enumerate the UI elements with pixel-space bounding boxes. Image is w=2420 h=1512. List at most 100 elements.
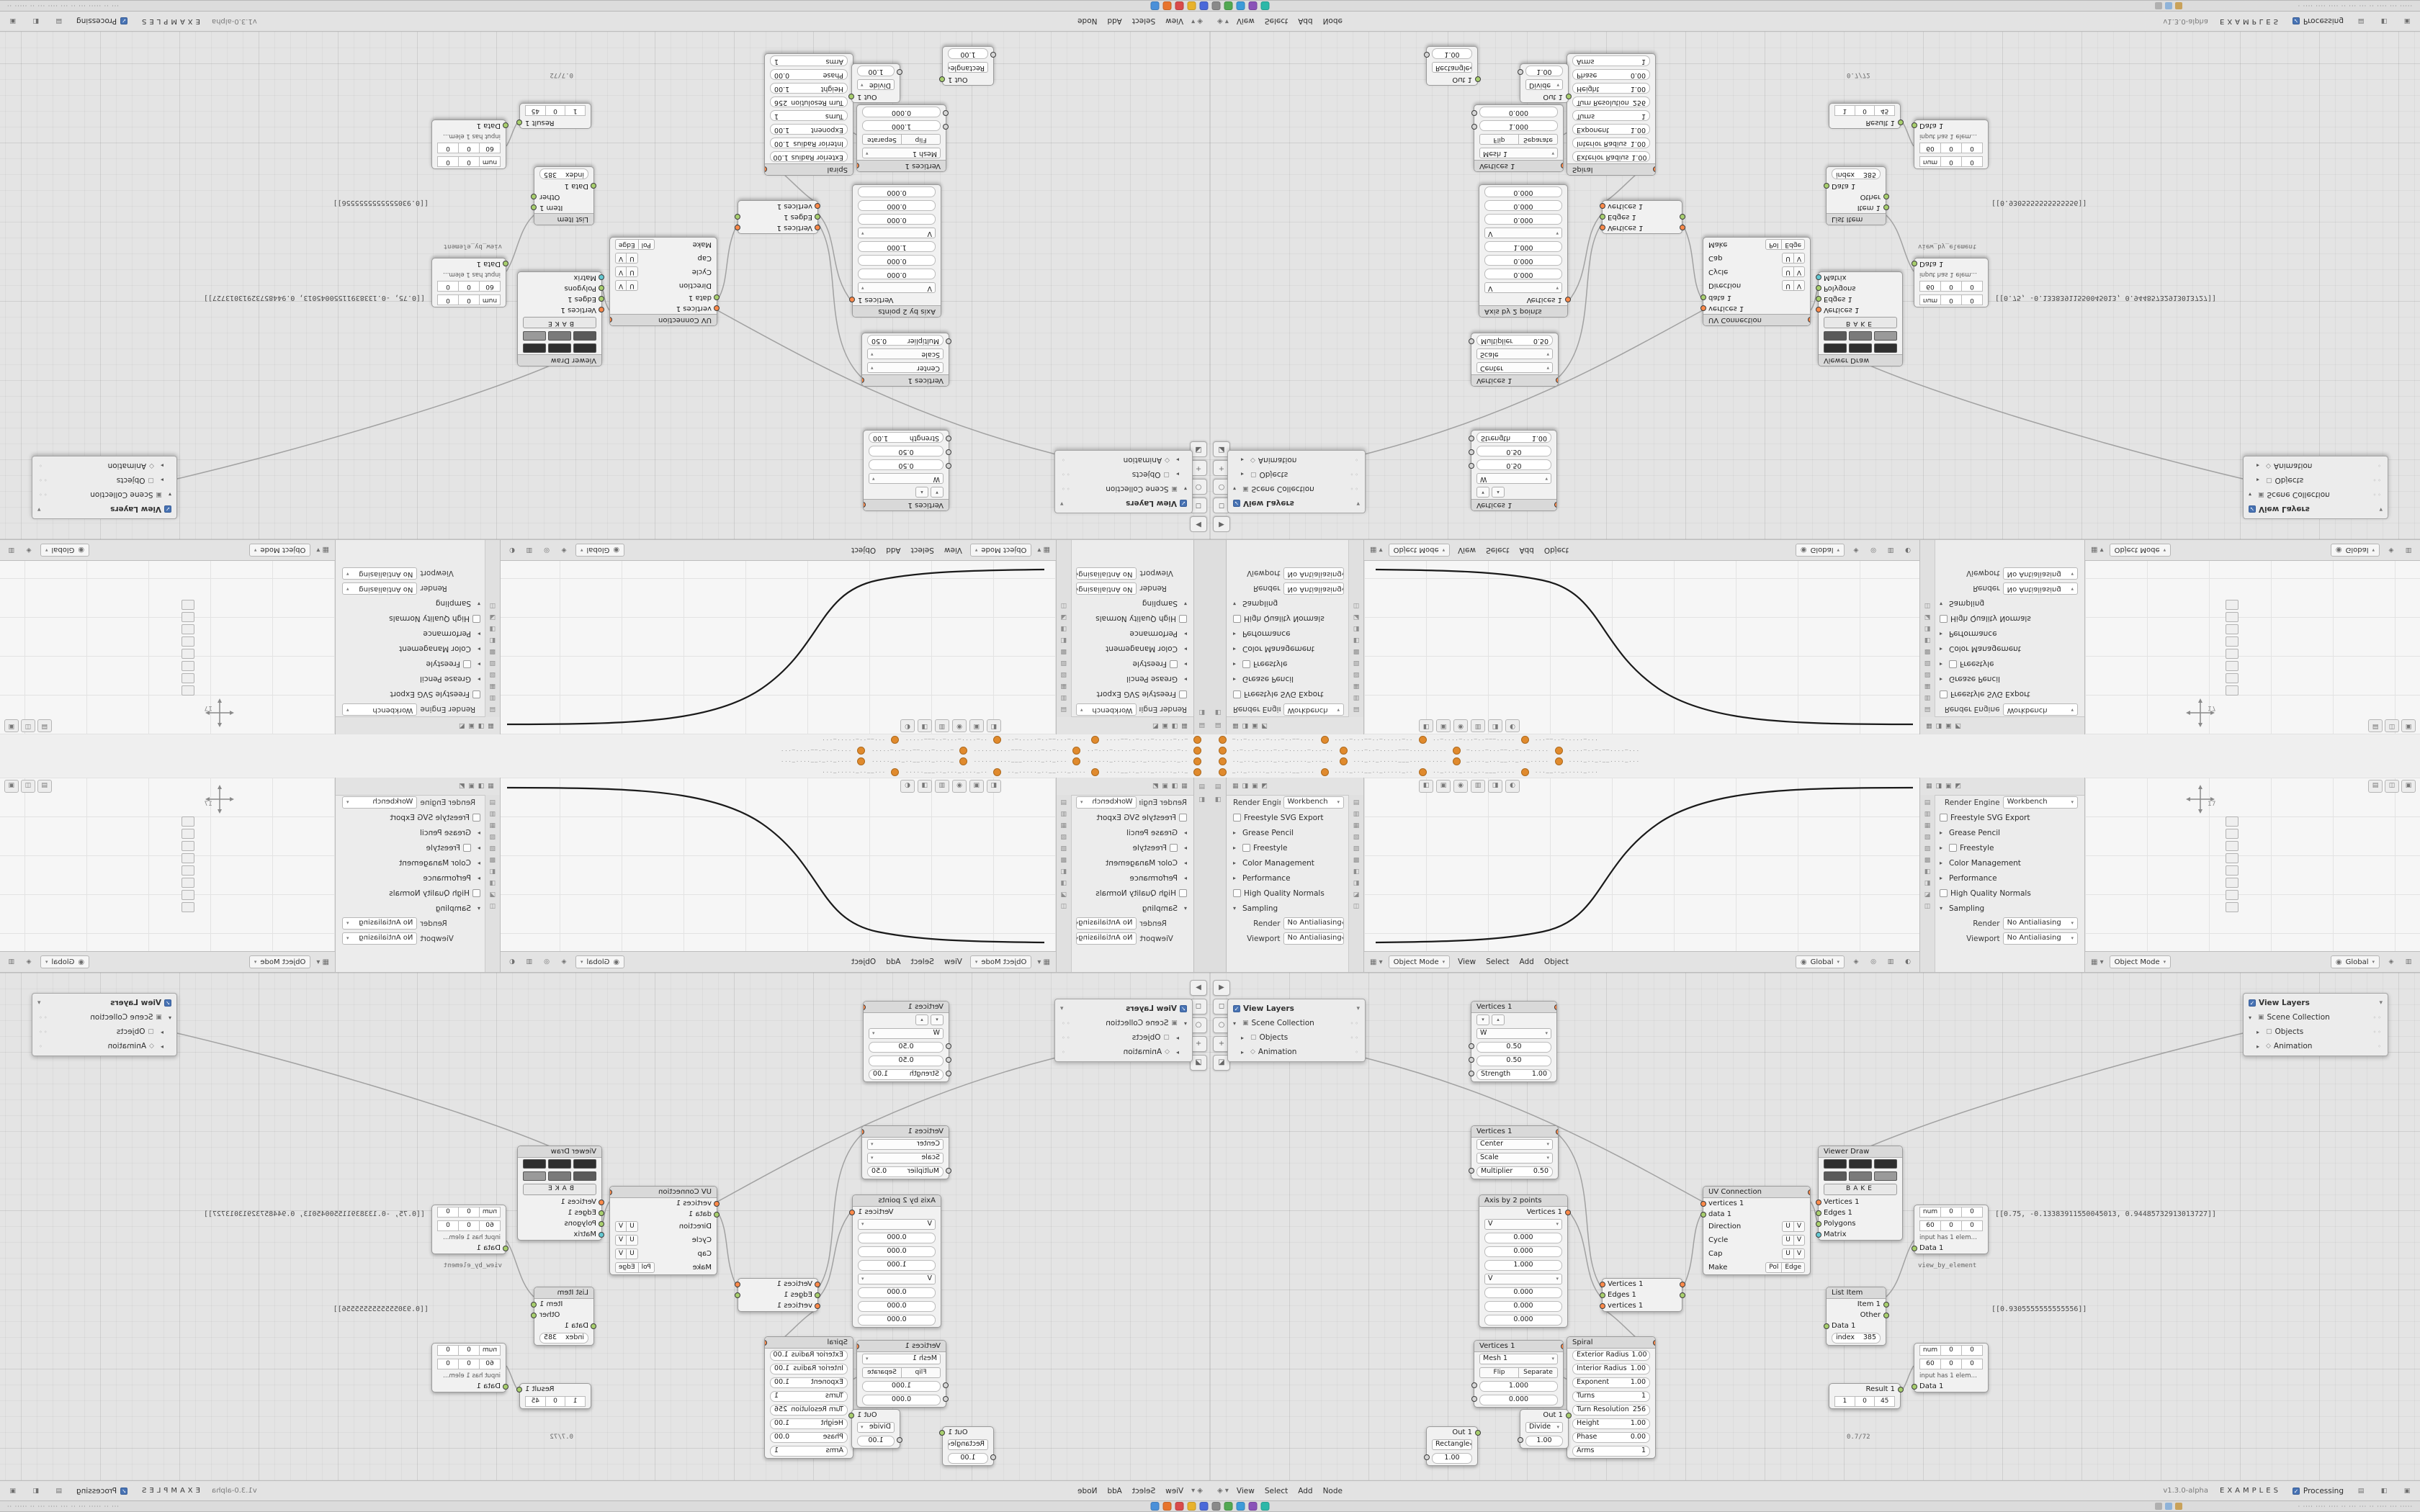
- prop-freestyle-svg[interactable]: Freestyle SVG Export: [1072, 687, 1191, 702]
- output-socket[interactable]: [1807, 317, 1810, 323]
- number-field[interactable]: 1.00: [948, 48, 988, 59]
- toggle-option[interactable]: Flip: [1479, 1367, 1519, 1378]
- editor-type-icon[interactable]: ▦ ▾: [1370, 546, 1383, 554]
- panel-toggle[interactable]: [2226, 816, 2238, 827]
- node-header[interactable]: UV Connection: [1703, 1187, 1810, 1198]
- visibility-icons[interactable]: ◦◦: [37, 1014, 48, 1021]
- filter-icon[interactable]: ▣: [1252, 722, 1258, 729]
- section-sampling[interactable]: ▾ Sampling: [435, 599, 480, 608]
- menu-select[interactable]: Select: [1264, 1486, 1289, 1495]
- filter-icon[interactable]: ◨: [1171, 783, 1178, 790]
- editor-type-icon[interactable]: ▦: [488, 783, 494, 790]
- properties-tab[interactable]: ◧: [1353, 868, 1360, 876]
- node-header[interactable]: Axis by 2 points: [1479, 1195, 1567, 1207]
- menu-select[interactable]: Select: [910, 958, 934, 966]
- output-socket[interactable]: [735, 214, 741, 220]
- properties-tab[interactable]: ◪: [1353, 891, 1360, 899]
- tool-button[interactable]: ▣: [1436, 719, 1451, 732]
- visibility-icons[interactable]: ◦◦: [1350, 1020, 1360, 1027]
- toggle-option[interactable]: Separate: [862, 134, 901, 145]
- filter-icon[interactable]: ◨: [1935, 783, 1942, 790]
- filter-icon[interactable]: ▣: [468, 722, 475, 729]
- properties-tab[interactable]: ◨: [489, 880, 496, 887]
- toggle-button[interactable]: ▾: [931, 1014, 944, 1025]
- properties-tab[interactable]: ▩: [1060, 857, 1067, 864]
- navigation-gizmo-icon[interactable]: [205, 785, 234, 814]
- menu-object[interactable]: Object: [1543, 958, 1569, 966]
- outliner-item-animation[interactable]: ▸ ◇ Animation ◦: [2257, 462, 2383, 470]
- shading-icon[interactable]: ◐: [1905, 546, 1911, 554]
- panel-icon[interactable]: ◧: [2380, 17, 2388, 25]
- enum-dropdown[interactable]: Center▾: [1476, 1139, 1553, 1150]
- editor-type-icon[interactable]: ▦ ▾: [1037, 958, 1050, 966]
- properties-tab[interactable]: ◧: [489, 636, 496, 644]
- enum-dropdown[interactable]: W▾: [1476, 473, 1551, 484]
- corner-button[interactable]: ▤: [37, 780, 52, 793]
- panel-icon[interactable]: ◧: [32, 17, 40, 25]
- orientation-dropdown[interactable]: ◉Global▾: [2330, 955, 2380, 968]
- section-grease-pencil[interactable]: ▸ Grease Pencil: [1940, 675, 2001, 684]
- toggle-option[interactable]: Flip: [901, 1367, 941, 1378]
- viewport-aa-dropdown[interactable]: No Antialiasing▾: [1076, 932, 1137, 945]
- outliner-item-objects[interactable]: ▸ ▢ Objects ◦◦: [1060, 470, 1179, 479]
- app-icon[interactable]: [1224, 1502, 1233, 1511]
- toggle-option[interactable]: Flip: [901, 134, 941, 145]
- app-icon[interactable]: [1187, 1, 1196, 10]
- app-icon[interactable]: [1199, 1502, 1209, 1511]
- shading-icon[interactable]: ◐: [1905, 958, 1911, 966]
- properties-tab[interactable]: ▩: [1353, 857, 1360, 864]
- node-header[interactable]: Vertices 1: [1471, 1126, 1558, 1138]
- mode-dropdown[interactable]: Object Mode▾: [1388, 955, 1451, 968]
- overlay-icon[interactable]: ▥: [526, 958, 533, 966]
- menu-add[interactable]: Add: [1298, 1486, 1313, 1495]
- number-field[interactable]: 0.000: [858, 1233, 936, 1243]
- output-socket[interactable]: [862, 1129, 865, 1135]
- node-header[interactable]: List Item: [534, 1287, 593, 1299]
- number-field[interactable]: 0.000: [858, 269, 936, 279]
- input-socket[interactable]: [599, 1210, 605, 1216]
- prop-freestyle-svg[interactable]: Freestyle SVG Export: [1936, 687, 2081, 702]
- input-socket[interactable]: [1815, 1221, 1821, 1227]
- input-socket[interactable]: [1823, 1323, 1829, 1329]
- properties-tab[interactable]: ◨: [1924, 625, 1931, 632]
- color-swatch[interactable]: [573, 1171, 596, 1181]
- editor-type-icon[interactable]: ▦: [1181, 722, 1188, 729]
- checkbox[interactable]: [1233, 615, 1241, 623]
- visibility-icons[interactable]: ◦◦: [1350, 471, 1360, 478]
- properties-tab[interactable]: ▧: [1353, 671, 1360, 678]
- mode-dropdown[interactable]: Object Mode▾: [248, 544, 311, 557]
- toggle-button[interactable]: ▾: [1476, 487, 1489, 498]
- panel-toggle[interactable]: [2226, 612, 2238, 622]
- enum-dropdown[interactable]: Mesh 1▾: [862, 148, 941, 158]
- checkbox[interactable]: [1233, 500, 1240, 507]
- input-socket[interactable]: [503, 261, 509, 266]
- panel-icon[interactable]: ▣: [2403, 17, 2411, 25]
- color-swatch[interactable]: [1874, 343, 1897, 353]
- toggle-option[interactable]: V: [1793, 1248, 1805, 1259]
- node-header[interactable]: List Item: [1827, 213, 1886, 225]
- toggle-option[interactable]: Separate: [1519, 1367, 1558, 1378]
- output-socket[interactable]: [939, 76, 946, 82]
- toggle-option[interactable]: U: [626, 280, 638, 291]
- properties-tab[interactable]: ◧: [1924, 636, 1931, 644]
- checkbox[interactable]: [1179, 889, 1187, 897]
- viewport-3d-secondary[interactable]: 17 ▦ ▾ Object Mode▾ ◉Global▾ ◈ ▥: [0, 540, 335, 734]
- mode-dropdown[interactable]: Object Mode▾: [248, 955, 311, 968]
- menu-add[interactable]: Add: [1298, 17, 1313, 26]
- snap-icon[interactable]: ◈: [26, 958, 32, 966]
- tray-icon[interactable]: [2175, 2, 2182, 9]
- color-swatch[interactable]: [1824, 1159, 1847, 1169]
- number-field[interactable]: 0.000: [858, 200, 936, 211]
- input-socket[interactable]: [599, 296, 605, 302]
- visibility-icons[interactable]: ◦◦: [37, 1028, 48, 1035]
- prop-freestyle-svg[interactable]: Freestyle SVG Export: [1936, 810, 2081, 825]
- toggle-option[interactable]: V: [615, 280, 627, 291]
- input-socket[interactable]: [1815, 1232, 1821, 1238]
